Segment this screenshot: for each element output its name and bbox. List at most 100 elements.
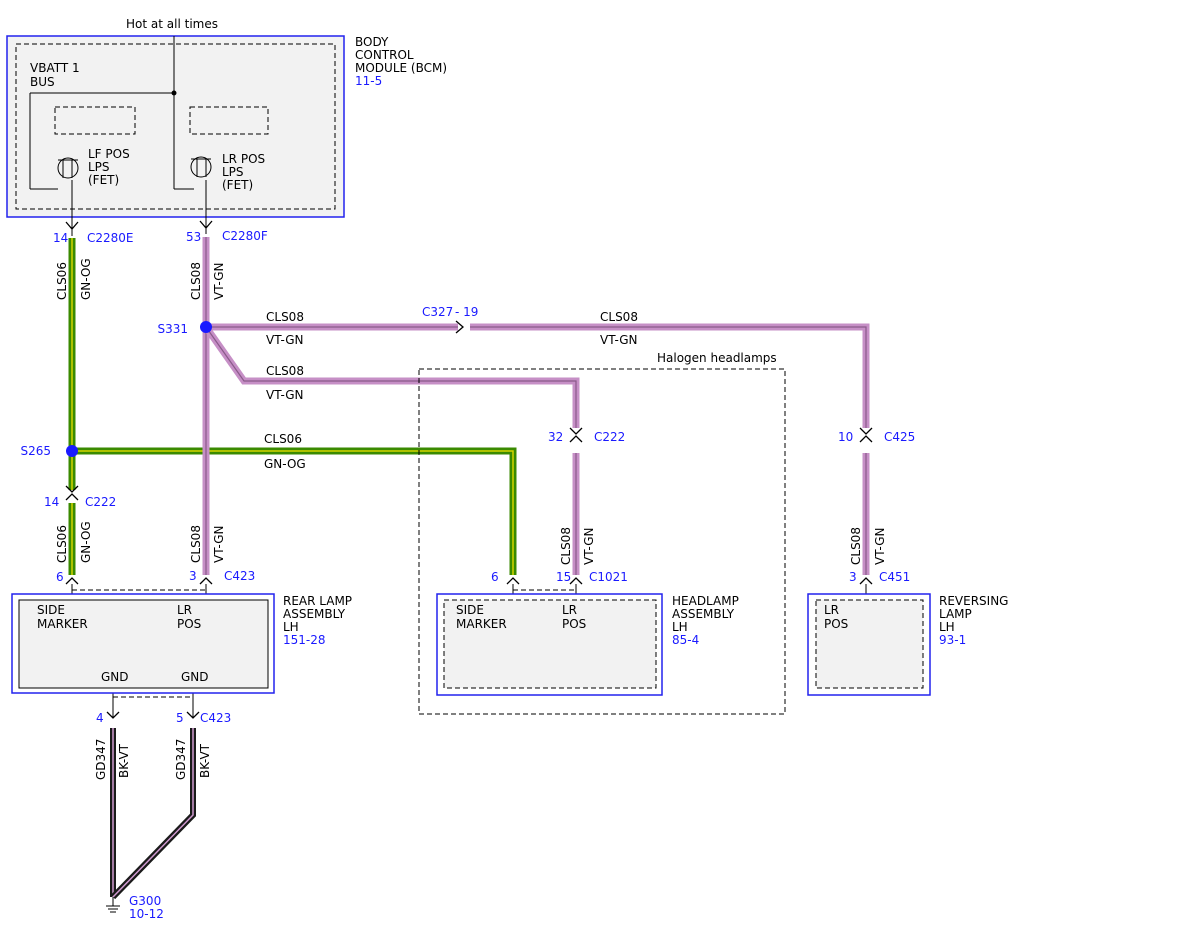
wire-label-cls08-h1: CLS08 [266, 310, 304, 324]
rear-lamp-name-label: REAR LAMP ASSEMBLY LH [283, 594, 356, 634]
bus-junction-dot [171, 90, 177, 96]
pin-reversing: 3 [849, 570, 857, 584]
connector-c2280e[interactable]: C2280E [87, 231, 134, 245]
wire-label-gn-og-h: GN-OG [264, 457, 306, 471]
head-side-marker-label: SIDE MARKER [456, 603, 507, 631]
rear-side-marker-connector-icon [65, 577, 79, 585]
wire-gd347-gnd2-to-g300[interactable] [110, 728, 196, 900]
hot-at-all-times-label: Hot at all times [126, 17, 218, 31]
bcm-module-box[interactable] [6, 35, 345, 218]
pin-c222-left: 14 [44, 495, 59, 509]
splice-s265-label: S265 [20, 444, 51, 458]
reversing-lamp-name-label: REVERSING LAMP LH [939, 594, 1012, 634]
wire-label-vt-gn-head: VT-GN [582, 528, 596, 565]
reversing-lr-pos-label: LR POS [824, 603, 848, 631]
connector-c222-right[interactable]: C222 [594, 430, 625, 444]
rear-side-marker-label: SIDE MARKER [37, 603, 88, 631]
lr-pos-lps-label: LR POS LPS (FET) [222, 152, 269, 192]
c425-connector-icon [859, 427, 873, 443]
vbatt-bus-label: VBATT 1 BUS [30, 61, 83, 89]
wire-label-bk-vt-2: BK-VT [198, 743, 212, 778]
wire-label-gd347-1: GD347 [94, 739, 108, 780]
rear-gnd1-label: GND [101, 670, 129, 684]
rear-lr-pos-label: LR POS [177, 603, 201, 631]
head-lr-pos-connector-icon [569, 577, 583, 585]
lf-pos-lps-fet-icon [57, 157, 79, 179]
ground-g300-label[interactable]: G300 [129, 894, 161, 908]
wire-label-cls06-top: CLS06 [55, 262, 69, 300]
reversing-lamp-page-ref[interactable]: 93-1 [939, 633, 966, 647]
wire-label-cls08-rev: CLS08 [849, 527, 863, 565]
c222-left-connector-icon [65, 485, 79, 501]
connector-c423-rear[interactable]: C423 [224, 569, 255, 583]
headlamp-page-ref[interactable]: 85-4 [672, 633, 699, 647]
wire-label-cls06-rear: CLS06 [55, 525, 69, 563]
wire-cls06-s265-to-headlamp[interactable] [72, 447, 517, 575]
ground-symbol-icon [106, 897, 120, 913]
headlamp-inner-box [443, 599, 657, 689]
wire-label-gd347-2: GD347 [174, 739, 188, 780]
rear-lamp-page-ref[interactable]: 151-28 [283, 633, 326, 647]
wire-label-cls08-h2: CLS08 [600, 310, 638, 324]
wire-label-bk-vt-1: BK-VT [117, 743, 131, 778]
pin-rear-lr-pos: 3 [189, 569, 197, 583]
bcm-inner-boundary [15, 43, 336, 210]
halogen-headlamps-label: Halogen headlamps [657, 351, 777, 365]
ground-page-ref[interactable]: 10-12 [129, 907, 164, 921]
connector-c425[interactable]: C425 [884, 430, 915, 444]
lr-pos-lps-fet-icon [190, 156, 212, 178]
pin-c327: - 19 [455, 305, 478, 319]
pin-bcm-lf: 14 [53, 231, 68, 245]
reversing-connector-icon [859, 577, 873, 585]
wire-label-gn-og-top: GN-OG [79, 258, 93, 300]
reversing-lamp-inner-box [815, 599, 924, 689]
pin-head-side-marker: 6 [491, 570, 499, 584]
wire-label-vt-gn-rev: VT-GN [873, 528, 887, 565]
halogen-headlamps-option-boundary [418, 368, 786, 715]
wire-label-vt-gn-h3: VT-GN [266, 388, 303, 402]
bcm-name-label: BODY CONTROL MODULE (BCM) [355, 35, 447, 75]
wire-label-vt-gn-h1: VT-GN [266, 333, 303, 347]
wire-cls08-c327-to-c425[interactable] [470, 323, 870, 428]
rear-lr-pos-connector-icon [199, 577, 213, 585]
connector-c222-left[interactable]: C222 [85, 495, 116, 509]
c2280e-connector-icon [65, 221, 79, 230]
connector-c327[interactable]: C327 [422, 305, 453, 319]
splice-s265[interactable] [66, 445, 78, 457]
head-side-marker-connector-icon [506, 577, 520, 585]
wire-label-vt-gn-top: VT-GN [212, 263, 226, 300]
splice-s331[interactable] [200, 321, 212, 333]
pin-head-lr-pos: 15 [556, 570, 571, 584]
wire-label-cls06-h: CLS06 [264, 432, 302, 446]
pin-rear-side-marker: 6 [56, 570, 64, 584]
c222-right-connector-icon [569, 427, 583, 443]
bcm-internal-circuit [29, 36, 269, 236]
wire-label-cls08-top: CLS08 [189, 262, 203, 300]
wire-label-cls08-h3: CLS08 [266, 364, 304, 378]
pin-bcm-lr: 53 [186, 230, 201, 244]
wire-label-gn-og-rear: GN-OG [79, 521, 93, 563]
pin-c222-right: 32 [548, 430, 563, 444]
bcm-page-ref[interactable]: 11-5 [355, 74, 382, 88]
head-lr-pos-label: LR POS [562, 603, 586, 631]
headlamp-name-label: HEADLAMP ASSEMBLY LH [672, 594, 743, 634]
c2280f-connector-icon [199, 220, 213, 229]
rear-gnd2-label: GND [181, 670, 209, 684]
c327-connector-icon [455, 320, 464, 334]
pin-gnd1: 4 [96, 711, 104, 725]
rear-lamp-inner-box [18, 599, 269, 689]
pin-gnd2: 5 [176, 711, 184, 725]
wire-cls08-s331-to-c222[interactable] [203, 324, 580, 428]
connector-c2280f[interactable]: C2280F [222, 229, 268, 243]
connector-c451[interactable]: C451 [879, 570, 910, 584]
connector-c423-ground[interactable]: C423 [200, 711, 231, 725]
wire-label-cls08-head: CLS08 [559, 527, 573, 565]
connector-c1021[interactable]: C1021 [589, 570, 628, 584]
pin-c425: 10 [838, 430, 853, 444]
wire-label-vt-gn-h2: VT-GN [600, 333, 637, 347]
lf-pos-lps-label: LF POS LPS (FET) [88, 147, 134, 187]
wire-label-cls08-rear: CLS08 [189, 525, 203, 563]
splice-s331-label: S331 [157, 322, 188, 336]
wire-label-vt-gn-rear: VT-GN [212, 526, 226, 563]
